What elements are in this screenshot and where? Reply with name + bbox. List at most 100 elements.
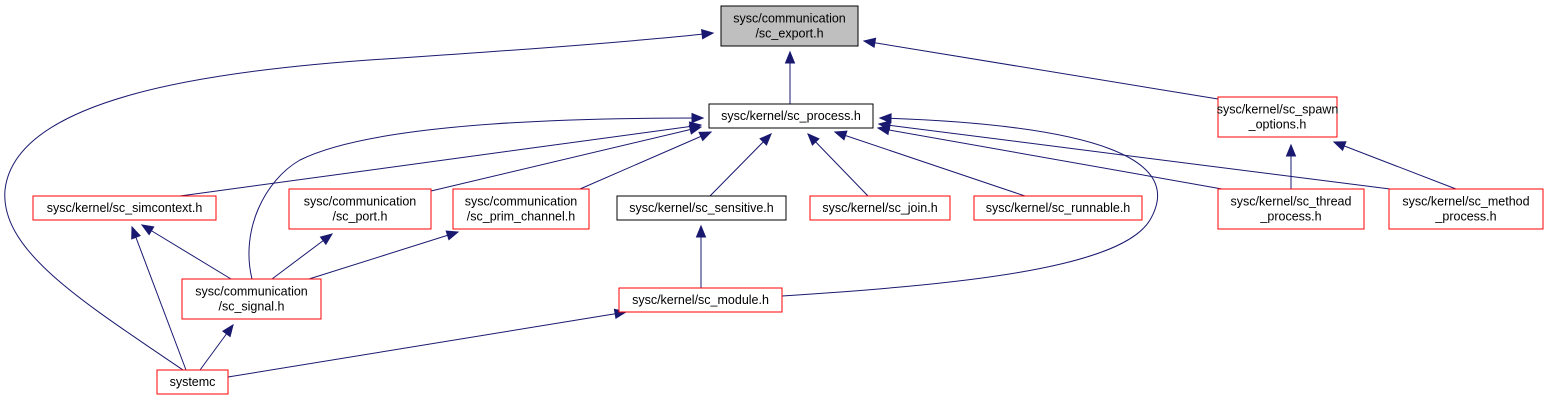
node-sc_process[interactable]: sysc/kernel/sc_process.h: [708, 103, 874, 129]
node-box: [1388, 188, 1544, 230]
node-sc_spawn_options[interactable]: sysc/kernel/sc_spawn_options.h: [1217, 96, 1339, 138]
node-label-line: sysc/kernel/sc_process.h: [721, 109, 861, 123]
arrowhead: [1332, 141, 1347, 152]
edge-sc_module-to-sc_sensitive: [695, 224, 707, 288]
edge-line: [131, 226, 187, 371]
node-sc_join[interactable]: sysc/kernel/sc_join.h: [809, 195, 951, 221]
arrowhead: [784, 50, 796, 64]
arrowhead: [1285, 143, 1297, 157]
node-sc_prim_channel[interactable]: sysc/communication/sc_prim_channel.h: [452, 188, 590, 230]
edge-line: [179, 124, 702, 197]
edge-sc_port-to-sc_process: [430, 124, 703, 192]
arrowhead: [759, 133, 772, 146]
node-box: [452, 188, 590, 230]
node-label-line: sysc/communication: [195, 285, 308, 299]
node-sc_sensitive[interactable]: sysc/kernel/sc_sensitive.h: [616, 195, 787, 221]
node-label-line: sysc/kernel/sc_method: [1402, 195, 1529, 209]
edge-sc_signal-to-sc_simcontext: [140, 224, 232, 280]
node-box: [288, 188, 432, 230]
arrowhead: [878, 113, 892, 124]
node-sc_signal[interactable]: sysc/communication/sc_signal.h: [181, 278, 322, 320]
edge-sc_simcontext-to-sc_process: [179, 121, 703, 197]
arrowhead: [877, 120, 892, 131]
edge-line: [834, 131, 1026, 197]
arrowhead: [140, 224, 155, 236]
edge-line: [709, 133, 772, 197]
node-label-line: sysc/kernel/sc_simcontext.h: [47, 201, 203, 215]
node-sc_export: sysc/communication/sc_export.h: [720, 5, 859, 47]
edge-sc_signal-to-sc_port: [271, 233, 334, 280]
node-label-line: sysc/kernel/sc_module.h: [632, 293, 769, 307]
edge-line: [141, 224, 232, 280]
node-box: [32, 195, 217, 221]
arrowhead: [688, 124, 703, 135]
edge-sc_sensitive-to-sc_process: [709, 133, 772, 197]
edge-sc_method_process-to-sc_process: [877, 120, 1391, 190]
node-label-line: _process.h: [1434, 210, 1496, 224]
edge-sc_method_process-to-sc_spawn_options: [1332, 141, 1457, 190]
node-sc_runnable[interactable]: sysc/kernel/sc_runnable.h: [973, 195, 1143, 221]
edge-line: [863, 40, 1219, 100]
arrowhead: [807, 133, 820, 146]
node-label-line: systemc: [170, 375, 216, 389]
edge-systemc-to-sc_simcontext: [131, 225, 187, 371]
nodes-layer: sysc/communication/sc_export.h sysc/kerne…: [32, 5, 1544, 395]
edge-sc_thread_process-to-sc_process: [876, 124, 1223, 190]
node-box: [181, 278, 322, 320]
node-box: [720, 5, 859, 47]
node-label-line: sysc/communication: [465, 195, 578, 209]
arrowhead: [695, 224, 707, 238]
node-box: [973, 195, 1143, 221]
edge-line: [4, 32, 714, 371]
edge-line: [877, 127, 1223, 190]
arrowhead: [319, 233, 334, 246]
edge-systemc-to-sc_export: [4, 29, 715, 371]
node-label-line: sysc/communication: [304, 195, 417, 209]
edge-sc_join-to-sc_process: [807, 133, 869, 197]
edge-line: [807, 133, 869, 197]
arrowhead: [691, 112, 705, 124]
edge-sc_signal-to-sc_prim_channel: [308, 230, 460, 280]
node-label-line: sysc/kernel/sc_join.h: [822, 201, 937, 215]
edges-layer: [4, 29, 1457, 378]
edge-sc_spawn_options-to-sc_export: [862, 37, 1219, 100]
edge-line: [248, 117, 704, 280]
node-label-line: sysc/kernel/sc_thread: [1231, 195, 1352, 209]
edge-line: [308, 231, 459, 280]
arrowhead: [222, 323, 234, 338]
node-box: [809, 195, 951, 221]
edge-sc_prim_channel-to-sc_process: [579, 131, 713, 190]
node-label-line: _options.h: [1248, 118, 1307, 132]
node-label-line: _process.h: [1259, 210, 1321, 224]
arrowhead: [833, 130, 848, 141]
edge-line: [781, 117, 1159, 297]
edge-line: [430, 126, 702, 192]
node-box: [708, 103, 874, 129]
node-box: [616, 195, 787, 221]
edge-line: [227, 311, 627, 378]
node-sc_simcontext[interactable]: sysc/kernel/sc_simcontext.h: [32, 195, 217, 221]
node-label-line: /sc_prim_channel.h: [467, 210, 575, 224]
arrowhead: [701, 29, 715, 40]
node-label-line: /sc_port.h: [333, 210, 388, 224]
edge-line: [1333, 141, 1457, 190]
node-label-line: /sc_export.h: [755, 27, 823, 41]
edge-sc_thread_process-to-sc_spawn_options: [1285, 143, 1297, 189]
arrowhead: [131, 225, 141, 240]
node-sc_method_process[interactable]: sysc/kernel/sc_method_process.h: [1388, 188, 1544, 230]
node-label-line: sysc/kernel/sc_runnable.h: [986, 201, 1131, 215]
edge-line: [579, 131, 712, 190]
node-box: [618, 287, 783, 313]
edge-sc_signal-to-sc_process: [248, 112, 705, 280]
node-sc_port[interactable]: sysc/communication/sc_port.h: [288, 188, 432, 230]
edge-systemc-to-sc_signal: [199, 323, 234, 371]
node-box: [1217, 188, 1365, 230]
edge-line: [271, 233, 333, 280]
node-systemc[interactable]: systemc: [156, 369, 229, 395]
node-sc_module[interactable]: sysc/kernel/sc_module.h: [618, 287, 783, 313]
edge-line: [878, 123, 1391, 190]
arrowhead: [445, 230, 460, 241]
node-label-line: sysc/kernel/sc_sensitive.h: [629, 201, 774, 215]
node-sc_thread_process[interactable]: sysc/kernel/sc_thread_process.h: [1217, 188, 1365, 230]
